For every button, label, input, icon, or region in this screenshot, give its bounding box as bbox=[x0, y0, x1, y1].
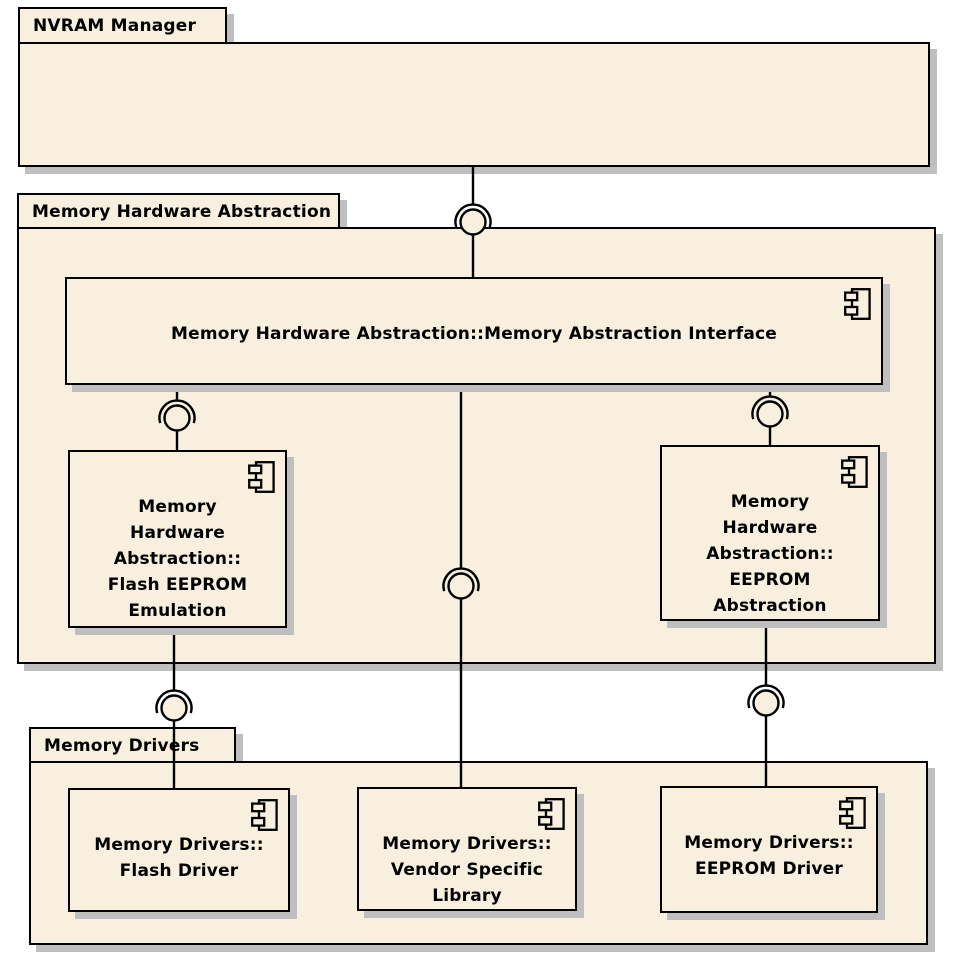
package-body-nvram-manager bbox=[18, 42, 930, 167]
component-vendor-specific-library: Memory Drivers:: Vendor Specific Library bbox=[357, 787, 577, 911]
component-flash-eeprom-emulation: Memory Hardware Abstraction:: Flash EEPR… bbox=[68, 450, 287, 628]
component-eeprom-abstraction: Memory Hardware Abstraction:: EEPROM Abs… bbox=[660, 445, 880, 621]
package-label-nvram-manager: NVRAM Manager bbox=[33, 16, 197, 36]
component-memory-abstraction-interface: Memory Hardware Abstraction::Memory Abst… bbox=[65, 277, 883, 385]
component-label: Memory Hardware Abstraction:: EEPROM Abs… bbox=[706, 492, 834, 616]
component-label: Memory Drivers:: Flash Driver bbox=[94, 835, 264, 881]
uml-component-icon bbox=[251, 799, 278, 831]
package-label-memory-hardware-abstraction: Memory Hardware Abstraction bbox=[32, 201, 332, 222]
uml-component-icon bbox=[844, 288, 871, 320]
uml-component-icon bbox=[841, 456, 868, 488]
uml-component-icon bbox=[538, 798, 565, 830]
uml-component-icon bbox=[839, 797, 866, 829]
package-tab-memory-hardware-abstraction: Memory Hardware Abstraction bbox=[17, 193, 340, 230]
component-label: Memory Drivers:: Vendor Specific Library bbox=[382, 834, 552, 906]
component-label: Memory Hardware Abstraction:: Flash EEPR… bbox=[107, 497, 248, 621]
component-flash-driver: Memory Drivers:: Flash Driver bbox=[68, 788, 290, 912]
package-tab-nvram-manager: NVRAM Manager bbox=[18, 7, 227, 45]
package-tab-memory-drivers: Memory Drivers bbox=[29, 727, 236, 764]
package-label-memory-drivers: Memory Drivers bbox=[44, 735, 200, 756]
component-label: Memory Hardware Abstraction::Memory Abst… bbox=[170, 324, 778, 344]
component-eeprom-driver: Memory Drivers:: EEPROM Driver bbox=[660, 786, 878, 913]
component-label: Memory Drivers:: EEPROM Driver bbox=[684, 833, 854, 879]
uml-component-icon bbox=[248, 461, 275, 493]
